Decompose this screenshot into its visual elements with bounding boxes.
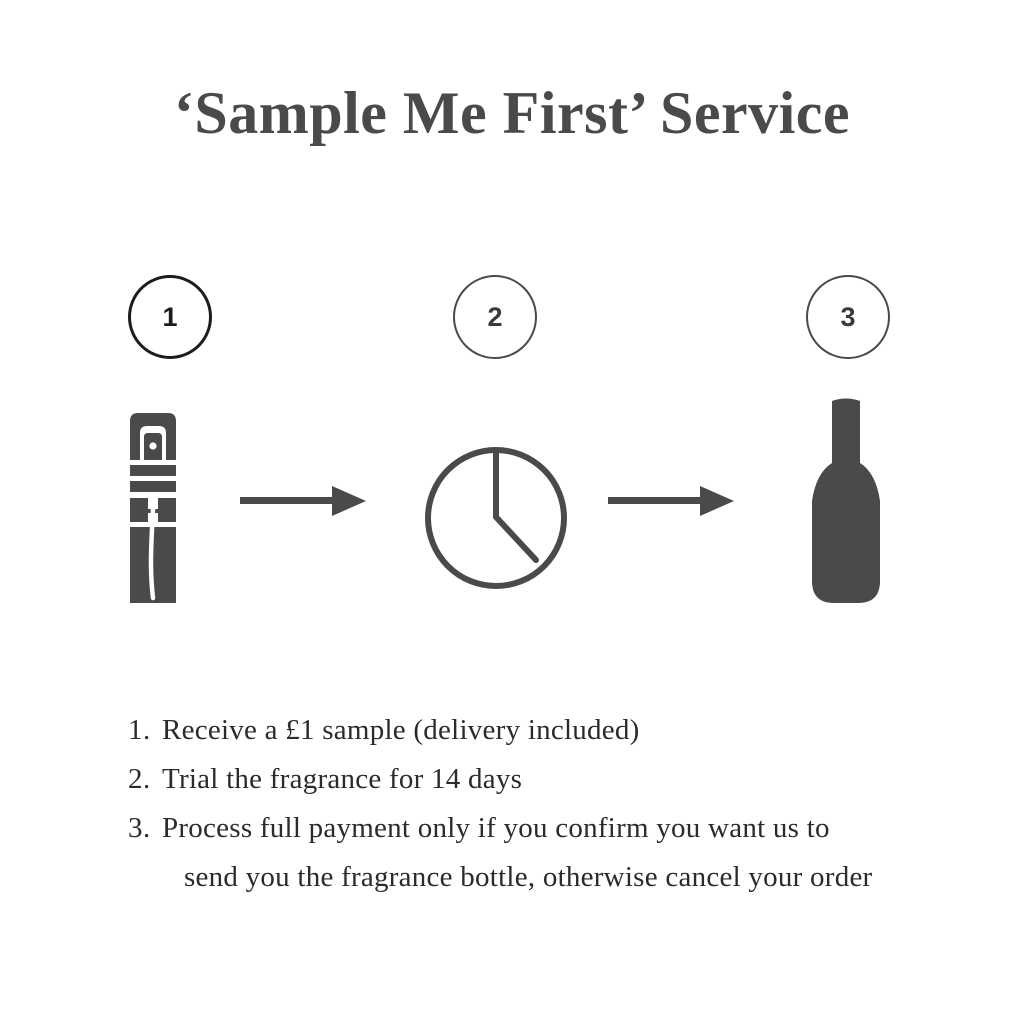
fragrance-bottle-icon <box>786 385 906 615</box>
page-title: ‘Sample Me First’ Service <box>173 80 851 146</box>
list-item-marker: 3. <box>128 812 151 844</box>
list-item-marker: 2. <box>128 763 151 795</box>
clock-icon <box>418 385 574 615</box>
list-item-text-continuation: send you the fragrance bottle, otherwise… <box>184 861 873 893</box>
process-icons-row <box>0 385 1024 625</box>
step-circle-3: 3 <box>806 275 890 359</box>
list-item: 2. Trial the fragrance for 14 days <box>128 755 958 804</box>
list-item: 3. Process full payment only if you conf… <box>128 804 958 902</box>
arrow-1-icon <box>240 480 370 527</box>
step-number-3: 3 <box>840 301 856 332</box>
list-item-text: Receive a £1 sample (delivery included) <box>162 714 640 746</box>
step-number-2: 2 <box>487 301 503 332</box>
step-number-1: 1 <box>162 301 178 332</box>
sample-vial-icon <box>122 385 184 615</box>
list-item-marker: 1. <box>128 714 151 746</box>
step-numbers-row: 1 2 3 <box>0 275 1024 361</box>
arrow-2-icon <box>608 480 738 527</box>
list-item-text: Trial the fragrance for 14 days <box>162 763 523 795</box>
service-steps-list: 1. Receive a £1 sample (delivery include… <box>128 706 958 902</box>
list-item-text-wrapper: Process full payment only if you confirm… <box>162 804 958 902</box>
list-item: 1. Receive a £1 sample (delivery include… <box>128 706 958 755</box>
list-item-text: Process full payment only if you confirm… <box>162 812 830 844</box>
step-circle-1: 1 <box>128 275 212 359</box>
step-circle-2: 2 <box>453 275 537 359</box>
